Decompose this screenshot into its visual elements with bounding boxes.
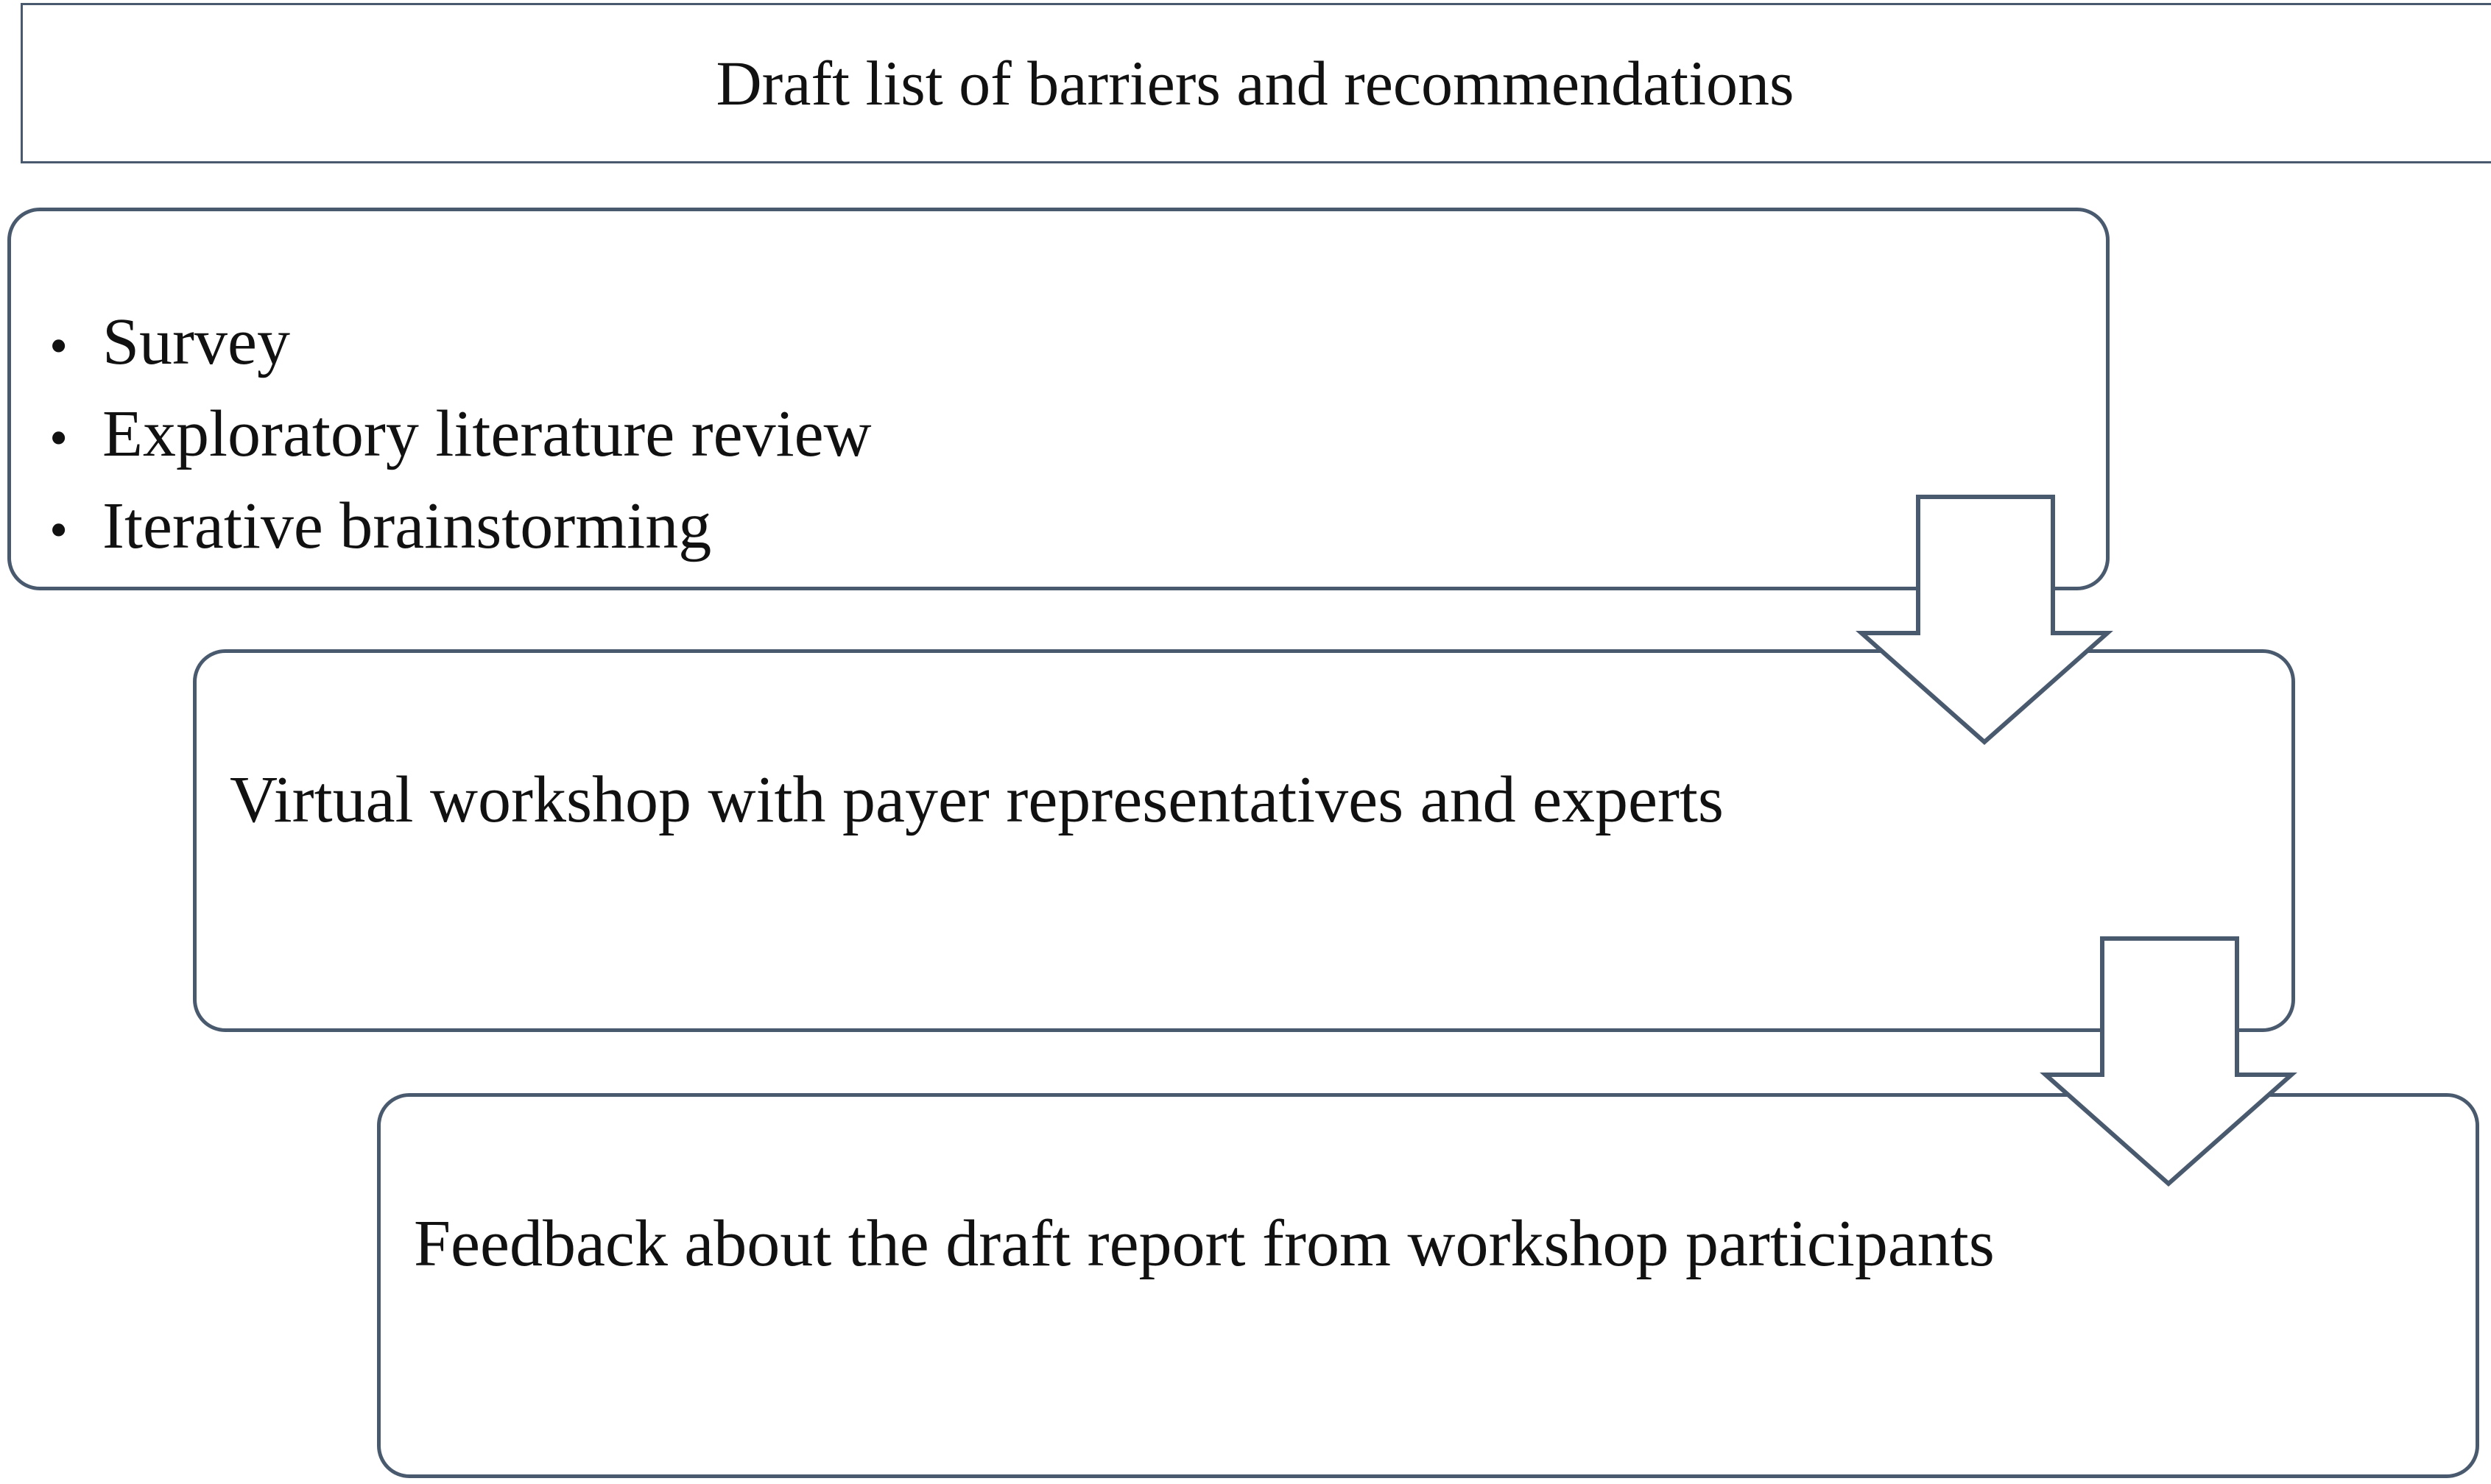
bullet-icon: •	[49, 409, 68, 467]
bullet-icon: •	[49, 501, 68, 559]
list-item-label: Iterative brainstorming	[102, 490, 712, 562]
step-box-feedback: Feedback about the draft report from wor…	[377, 1093, 2479, 1478]
list-item-label: Survey	[102, 305, 290, 378]
down-arrow-icon	[1856, 495, 2113, 746]
list-item: • Exploratory literature review	[49, 390, 872, 482]
step-box-workshop: Virtual workshop with payer representati…	[193, 649, 2295, 1032]
step-text-workshop: Virtual workshop with payer representati…	[230, 763, 1724, 836]
header-title: Draft list of barriers and recommendatio…	[716, 48, 1794, 119]
step-text-feedback: Feedback about the draft report from wor…	[414, 1207, 1995, 1280]
header-box: Draft list of barriers and recommendatio…	[21, 3, 2491, 163]
step-box-data-collection: • Survey • Exploratory literature review…	[7, 208, 2110, 590]
list-item-label: Exploratory literature review	[102, 398, 872, 470]
list-item: • Iterative brainstorming	[49, 482, 872, 574]
down-arrow-icon	[2040, 936, 2297, 1187]
bullet-list: • Survey • Exploratory literature review…	[49, 298, 872, 574]
list-item: • Survey	[49, 298, 872, 390]
bullet-icon: •	[49, 317, 68, 375]
